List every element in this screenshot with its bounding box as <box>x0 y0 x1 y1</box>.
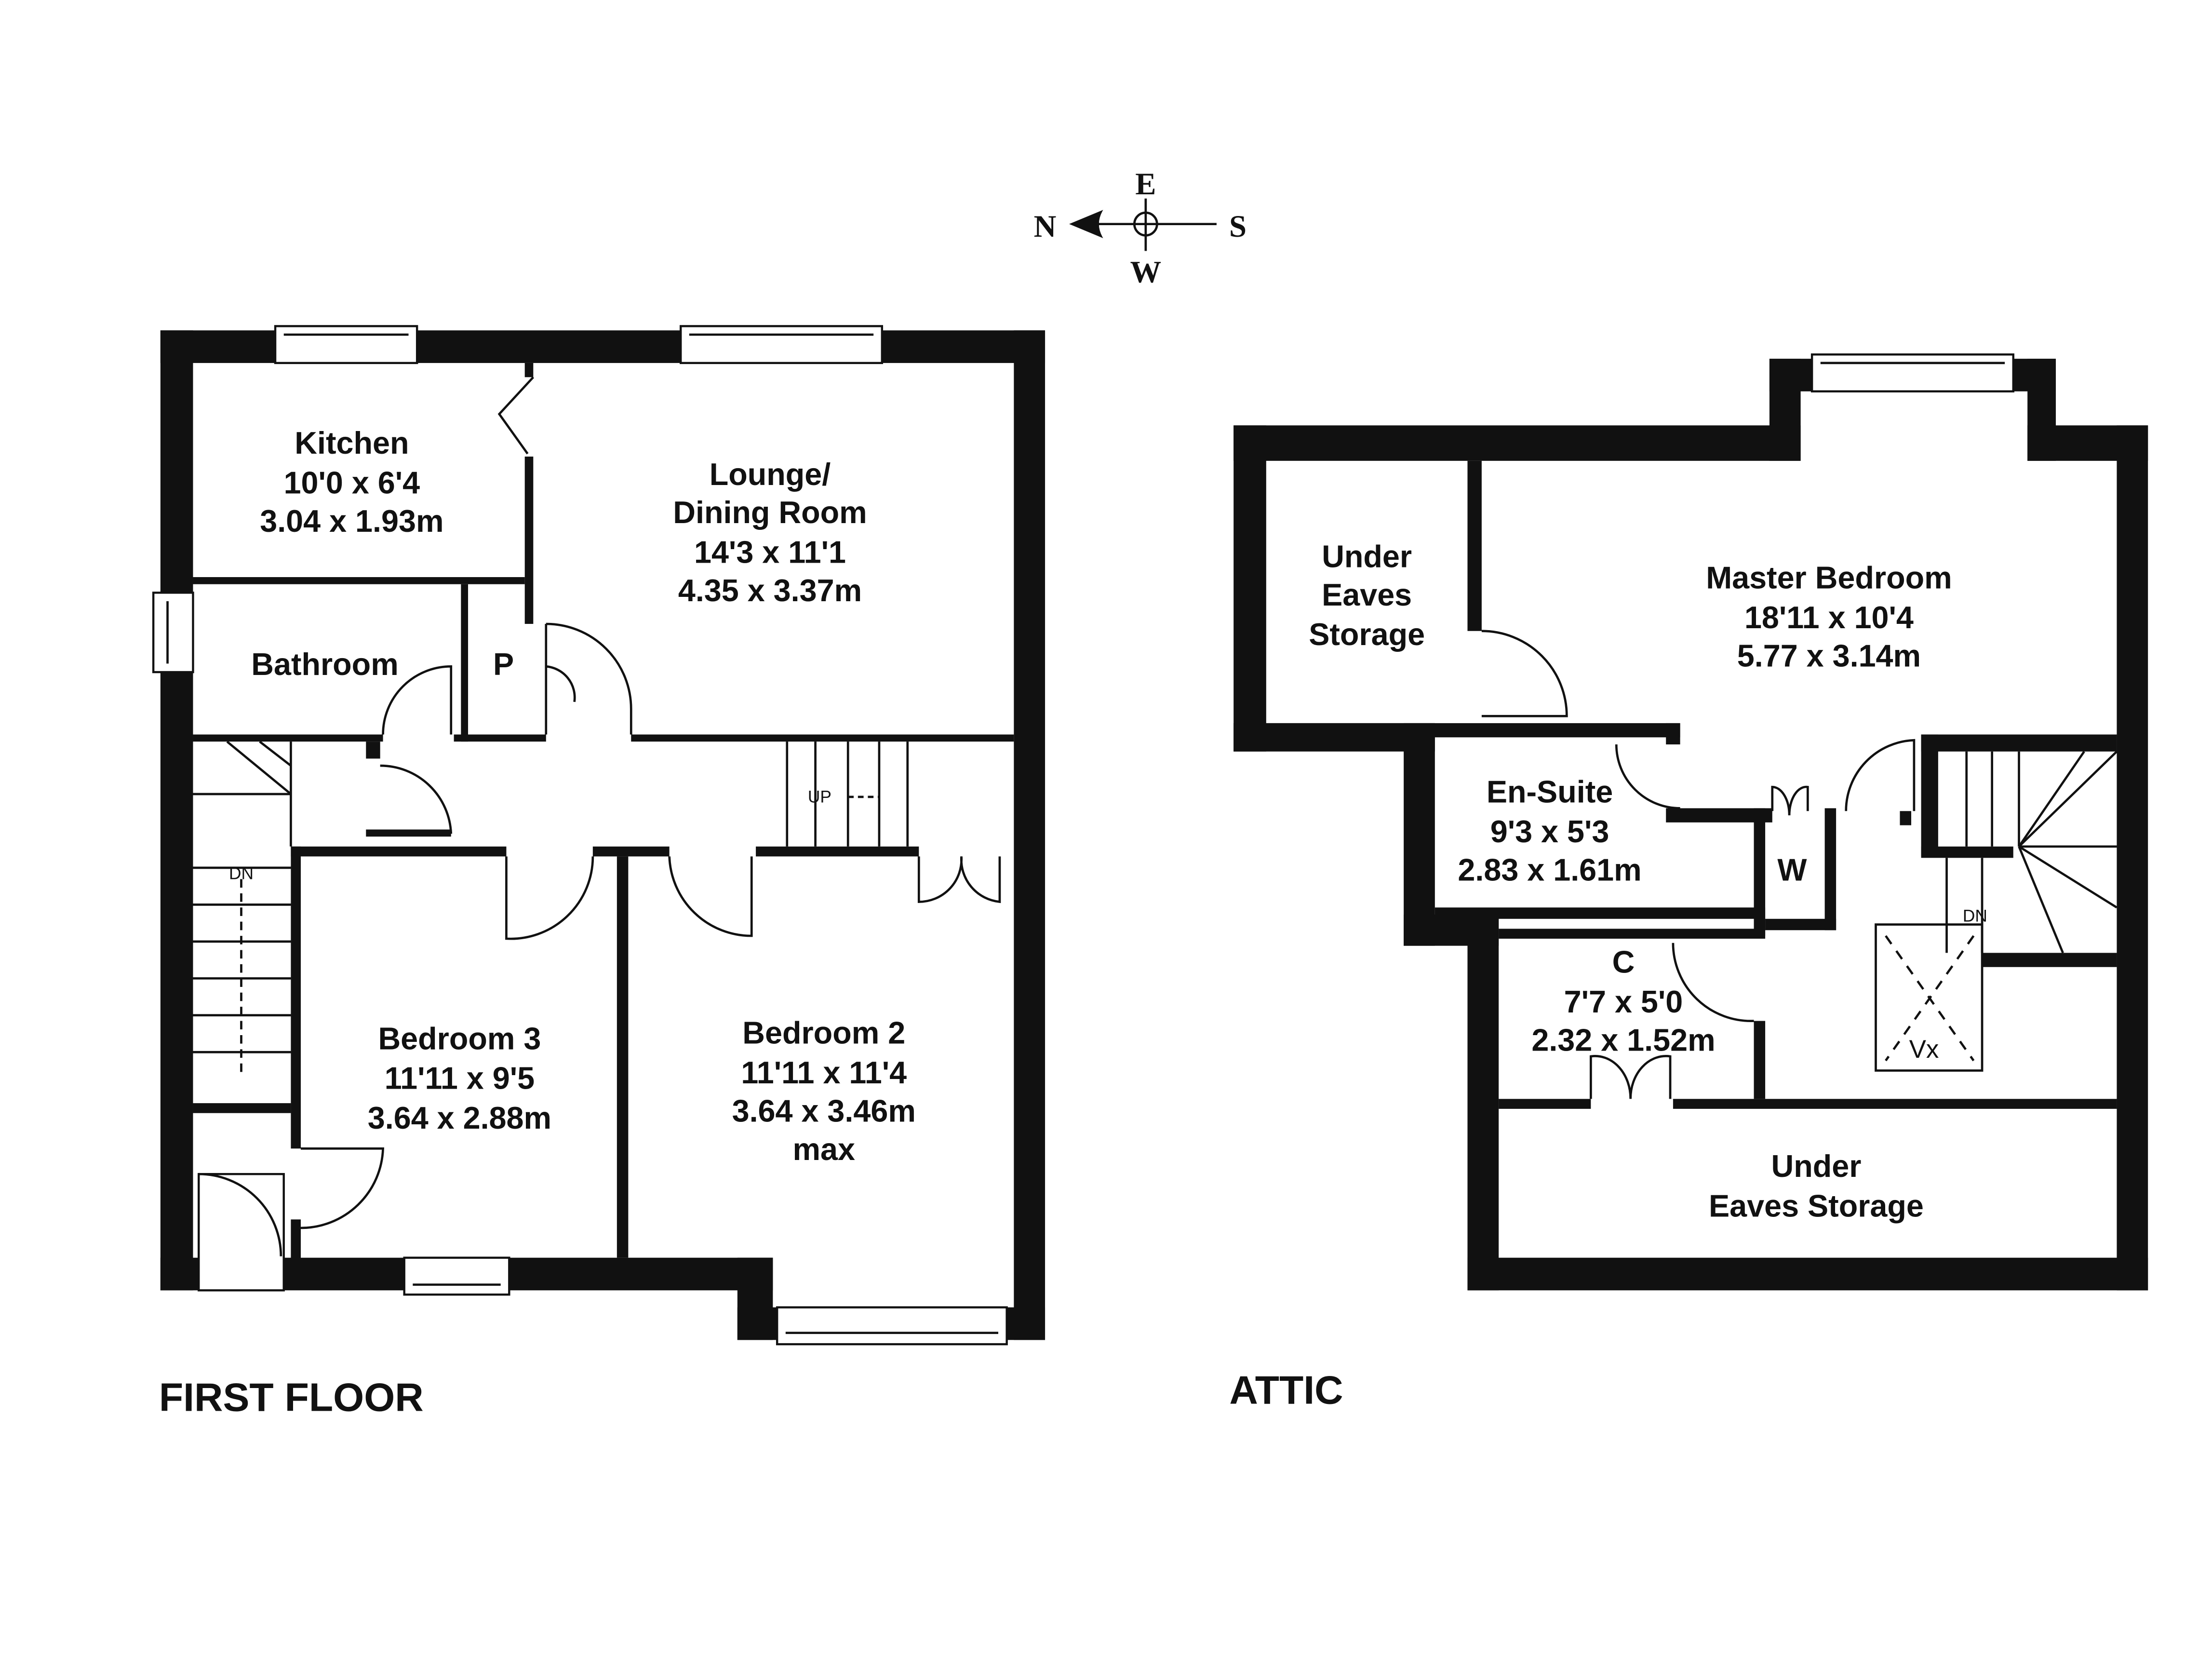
svg-text:Master Bedroom: Master Bedroom <box>1706 560 1952 595</box>
room-bedroom-3: Bedroom 3 11'11 x 9'5 3.64 x 2.88m <box>368 1021 551 1135</box>
first-floor-title: FIRST FLOOR <box>159 1375 424 1419</box>
svg-text:Under: Under <box>1322 539 1412 574</box>
svg-text:Lounge/: Lounge/ <box>710 457 831 492</box>
room-lounge-dining: Lounge/ Dining Room 14'3 x 11'1 4.35 x 3… <box>673 457 867 608</box>
compass-w: W <box>1130 254 1162 289</box>
room-kitchen: Kitchen 10'0 x 6'4 3.04 x 1.93m <box>260 425 443 539</box>
north-arrow-icon <box>1069 210 1103 239</box>
room-bedroom-2: Bedroom 2 11'11 x 11'4 3.64 x 3.46m max <box>732 1015 916 1167</box>
room-bathroom: Bathroom <box>251 647 398 682</box>
svg-text:11'11 x 11'4: 11'11 x 11'4 <box>741 1055 907 1090</box>
attic-title: ATTIC <box>1229 1368 1343 1413</box>
compass: N E S W <box>1034 166 1247 289</box>
room-wardrobe: W <box>1777 852 1807 887</box>
svg-text:3.64 x 3.46m: 3.64 x 3.46m <box>732 1093 916 1128</box>
room-cupboard: C 7'7 x 5'0 2.32 x 1.52m <box>1531 944 1715 1058</box>
room-master-bedroom: Master Bedroom 18'11 x 10'4 5.77 x 3.14m <box>1706 560 1952 674</box>
svg-text:Bedroom 3: Bedroom 3 <box>378 1021 541 1056</box>
svg-text:10'0 x 6'4: 10'0 x 6'4 <box>284 465 420 500</box>
svg-text:2.83 x 1.61m: 2.83 x 1.61m <box>1458 852 1641 887</box>
svg-text:Eaves Storage: Eaves Storage <box>1709 1188 1924 1223</box>
svg-text:Kitchen: Kitchen <box>295 425 409 460</box>
svg-text:Eaves: Eaves <box>1322 577 1412 612</box>
first-floor-walls: UP DN <box>152 325 1046 1346</box>
stairs-up-label: UP <box>808 788 831 807</box>
svg-text:11'11 x 9'5: 11'11 x 9'5 <box>385 1061 535 1096</box>
svg-text:5.77 x 3.14m: 5.77 x 3.14m <box>1737 638 1921 673</box>
svg-text:Bedroom 2: Bedroom 2 <box>742 1015 905 1051</box>
svg-text:18'11 x 10'4: 18'11 x 10'4 <box>1744 600 1914 635</box>
attic-walls: DN Vx <box>1233 353 2148 1291</box>
room-under-eaves-storage-2: Under Eaves Storage <box>1709 1148 1924 1223</box>
svg-text:En-Suite: En-Suite <box>1487 774 1613 809</box>
room-en-suite: En-Suite 9'3 x 5'3 2.83 x 1.61m <box>1458 774 1641 888</box>
svg-text:3.64 x 2.88m: 3.64 x 2.88m <box>368 1100 551 1135</box>
room-pantry: P <box>493 647 514 682</box>
svg-text:14'3 x 11'1: 14'3 x 11'1 <box>694 535 846 570</box>
compass-n: N <box>1034 209 1057 243</box>
svg-text:4.35 x 3.37m: 4.35 x 3.37m <box>678 573 862 608</box>
svg-text:7'7 x 5'0: 7'7 x 5'0 <box>1564 984 1683 1019</box>
svg-text:Storage: Storage <box>1309 617 1425 652</box>
svg-text:3.04 x 1.93m: 3.04 x 1.93m <box>260 503 443 539</box>
compass-e: E <box>1135 166 1156 201</box>
compass-s: S <box>1229 209 1247 243</box>
svg-text:max: max <box>792 1132 855 1167</box>
room-under-eaves-storage-1: Under Eaves Storage <box>1309 539 1425 652</box>
svg-text:Under: Under <box>1771 1148 1862 1184</box>
svg-text:9'3 x 5'3: 9'3 x 5'3 <box>1490 814 1609 849</box>
stairs-down-label: DN <box>229 864 254 883</box>
svg-text:2.32 x 1.52m: 2.32 x 1.52m <box>1531 1022 1715 1057</box>
attic-stairs-down-label: DN <box>1963 907 1987 926</box>
svg-text:C: C <box>1612 944 1635 980</box>
svg-text:Dining Room: Dining Room <box>673 495 867 530</box>
void-label: Vx <box>1909 1035 1939 1064</box>
